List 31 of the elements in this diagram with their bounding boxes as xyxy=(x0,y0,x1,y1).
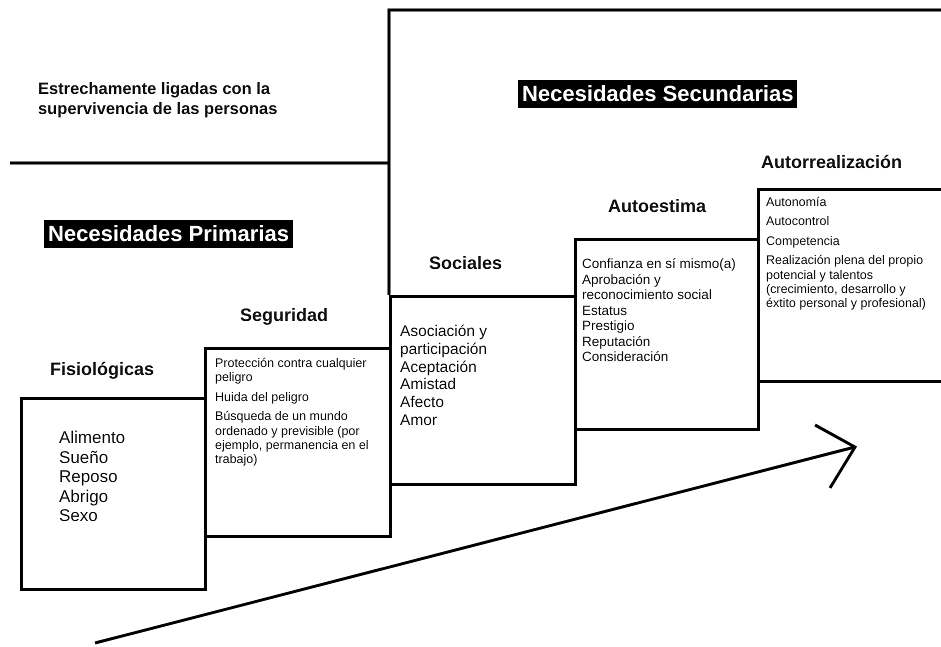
need-item: Reposo xyxy=(59,467,119,487)
need-item: Asociación y participación xyxy=(400,323,488,359)
need-item: Amor xyxy=(400,412,438,430)
need-item: Competencia xyxy=(766,234,841,248)
need-item: Prestigio xyxy=(582,318,636,334)
need-item: Aceptación xyxy=(400,358,478,376)
need-item: Huida del peligro xyxy=(215,390,310,404)
step-heading: Autorrealización xyxy=(761,152,902,173)
need-item: Amistad xyxy=(400,376,457,394)
need-item: Estatus xyxy=(582,302,628,318)
need-item: Realización plena del propio potencial y talentos (crecimiento, desarrollo y éxtito personal y profesional) xyxy=(766,253,927,311)
need-item: Autocontrol xyxy=(766,214,830,229)
note-text: Estrechamente ligadas con la supervivencia de las personas xyxy=(38,80,278,120)
need-item: Sueño xyxy=(59,448,110,468)
step-heading: Autoestima xyxy=(608,196,706,217)
section-title: Necesidades Primarias xyxy=(44,220,293,248)
need-item: Abrigo xyxy=(59,486,110,506)
step-heading: Sociales xyxy=(429,253,502,274)
need-item: Sexo xyxy=(59,506,99,526)
need-item: Consideración xyxy=(582,349,670,365)
need-item: Autonomía xyxy=(766,195,828,210)
need-item: Afecto xyxy=(400,394,445,412)
step-heading: Seguridad xyxy=(240,305,328,326)
step-heading: Fisiológicas xyxy=(50,359,154,380)
need-item: Aprobación y reconocimiento social xyxy=(582,272,713,303)
need-item: Protección contra cualquier peligro xyxy=(215,356,368,385)
need-item: Búsqueda de un mundo ordenado y previsible (por ejemplo, permanencia en el trabajo) xyxy=(215,409,370,467)
need-item: Confianza en sí mismo(a) xyxy=(582,256,737,272)
need-item: Reputación xyxy=(582,334,652,350)
section-title: Necesidades Secundarias xyxy=(518,80,798,108)
need-item: Alimento xyxy=(59,428,126,448)
